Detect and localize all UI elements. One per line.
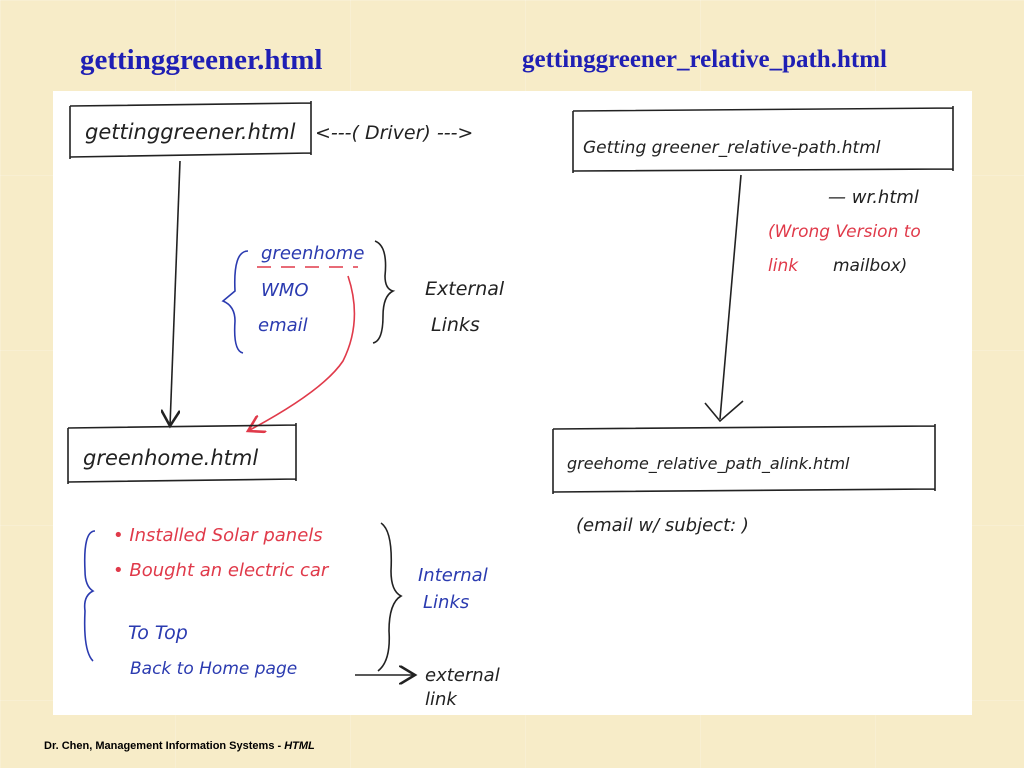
email-link-arrow [248,275,356,431]
box-gettinggreener-label: gettinggreener.html [85,120,296,144]
internal-links-label-1: Internal [418,565,488,586]
arrow-right-head [704,400,744,423]
arrow-left-down [170,160,181,426]
wrong-version-mailbox: mailbox) [833,256,907,276]
internal-item-solar: • Installed Solar panels [113,525,323,546]
footer-topic: HTML [284,740,315,752]
external-links-group: greenhome WMO email External Links [221,240,505,354]
ext-link-wmo: WMO [261,280,309,301]
external-links-label-1: External [425,278,505,300]
slide-footer: Dr. Chen, Management Information Systems… [44,740,315,752]
right-brace-internal [377,522,403,672]
ext-link-email: email [258,315,308,336]
box-gettinggreener-relative-label: Getting greener_relative-path.html [583,138,881,158]
internal-links-label-2: Links [423,592,469,613]
wr-html-label: — wr.html [828,187,919,208]
driver-label: <---( Driver) ---> [315,122,473,144]
email-subject-label: (email w/ subject: ) [576,515,749,536]
box-greenhome-relative: greehome_relative_path_alink.html [552,424,936,494]
wrong-version-line-1: (Wrong Version to [768,222,921,242]
box-greenhome-relative-label: greehome_relative_path_alink.html [567,454,850,474]
box-gettinggreener: gettinggreener.html [69,101,312,159]
left-brace-external [221,250,249,354]
slide-title-left: gettinggreener.html [80,44,323,76]
right-brace-external [372,240,396,344]
handwritten-diagram: gettinggreener.html <---( Driver) ---> G… [53,91,972,715]
diagram-svg: gettinggreener.html <---( Driver) ---> G… [67,101,954,710]
slide-title-right: gettinggreener_relative_path.html [522,46,887,73]
left-brace-internal [83,530,96,662]
box-gettinggreener-relative: Getting greener_relative-path.html [572,106,954,173]
wrong-version-link-word: link [768,256,799,276]
external-links-label-2: Links [431,314,480,336]
arrow-right-down [719,174,742,420]
external-link-label-2: link [425,689,458,710]
ext-link-greenhome: greenhome [261,243,364,264]
box-greenhome-label: greenhome.html [83,446,258,470]
external-link-label-1: external [425,665,500,686]
internal-links-group: • Installed Solar panels • Bought an ele… [83,522,500,710]
box-greenhome: greenhome.html [67,423,297,484]
internal-item-to-top: To Top [128,622,188,644]
footer-text: Dr. Chen, Management Information Systems… [44,740,282,752]
internal-item-car: • Bought an electric car [113,560,330,581]
internal-item-back-home: Back to Home page [130,659,297,679]
